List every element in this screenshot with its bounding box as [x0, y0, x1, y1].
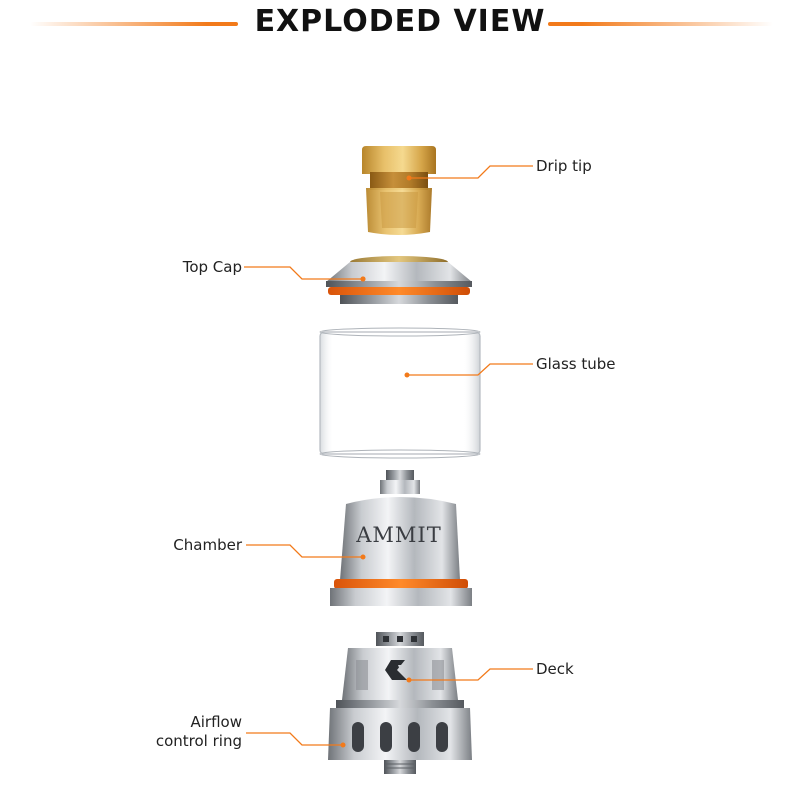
callout-deck — [409, 668, 533, 681]
callout-lines — [244, 165, 533, 746]
callout-chamber — [246, 544, 363, 558]
deck-screws — [383, 636, 417, 642]
header-rule-left — [30, 22, 238, 26]
glass-tube-part — [319, 327, 481, 459]
drip-tip-part — [362, 146, 436, 235]
label-airflow-line1: Airflow — [190, 713, 243, 731]
callout-dots — [340, 175, 412, 748]
callout-airflow — [246, 732, 343, 746]
header-rule-right — [548, 22, 773, 26]
airflow-slots — [352, 722, 448, 752]
deck-part — [328, 632, 472, 774]
callout-glass-tube — [407, 363, 533, 376]
label-drip-tip: Drip tip — [536, 157, 592, 175]
geekvape-logo-icon — [385, 660, 407, 680]
top-cap-part — [326, 256, 472, 304]
header: EXPLODED VIEW — [0, 0, 800, 50]
callout-top-cap — [244, 266, 363, 280]
label-airflow-line2: control ring — [155, 732, 242, 750]
page-title: EXPLODED VIEW — [254, 4, 546, 39]
chamber-part: AMMIT — [330, 470, 472, 606]
label-deck: Deck — [536, 660, 574, 678]
thread-pin — [386, 763, 414, 769]
callout-drip-tip — [409, 165, 533, 179]
label-glass-tube: Glass tube — [536, 355, 616, 373]
label-chamber: Chamber — [173, 536, 242, 554]
chamber-engraving: AMMIT — [355, 523, 441, 547]
label-top-cap: Top Cap — [182, 258, 242, 276]
